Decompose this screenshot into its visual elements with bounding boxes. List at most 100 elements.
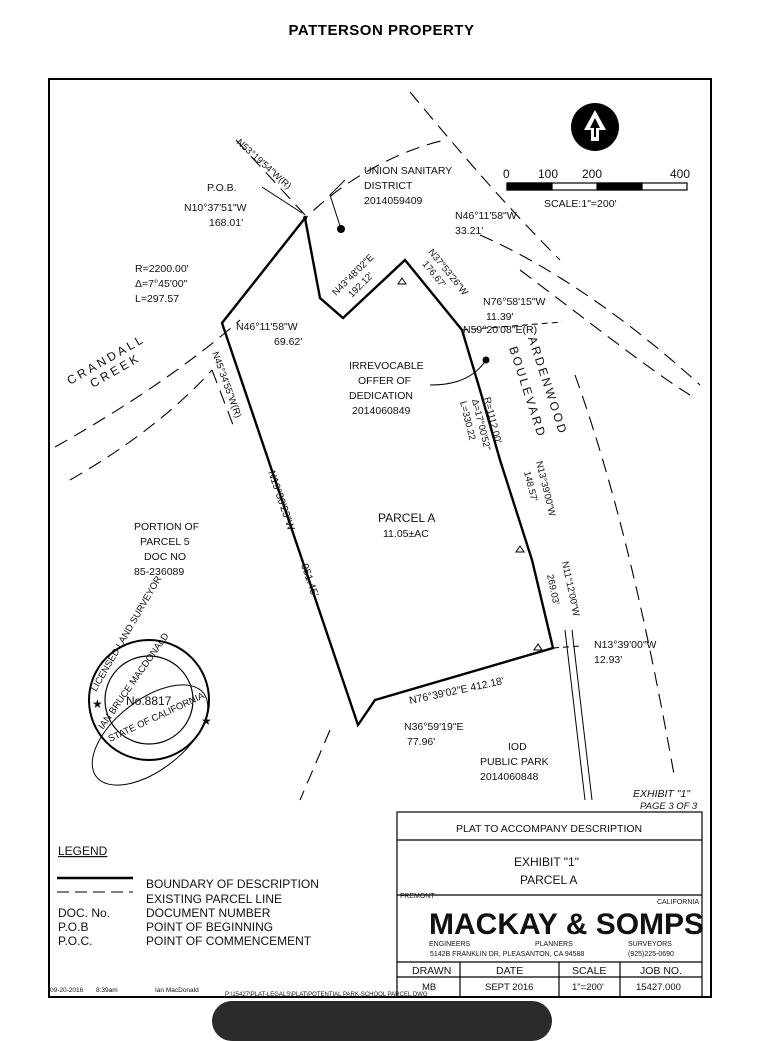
firm-phone: (925)225-0690 — [628, 951, 674, 958]
ardenwood-parallel-lines — [564, 629, 593, 801]
n45-label: N45°34'55"W(R) — [209, 350, 243, 419]
legend-desc-1: BOUNDARY OF DESCRIPTION — [146, 877, 319, 891]
irrevocable-line4: 2014060849 — [352, 405, 411, 417]
boulevard-line-east2 — [519, 269, 691, 396]
delta-marker-1 — [397, 277, 407, 285]
pob-leader — [261, 186, 303, 214]
tie-n59 — [461, 321, 563, 331]
n19-distance: 951.45' — [298, 562, 320, 598]
n45-bearing-line — [211, 369, 236, 431]
iod-line1: IOD — [508, 741, 527, 753]
n46-mid-distance: 69.62' — [274, 336, 302, 348]
seal-star-left: ★ — [92, 697, 103, 711]
n11-distance: 269.03' — [544, 573, 561, 606]
n13-se-bearing: N13°39'00"W — [594, 639, 657, 651]
scale-tick-400: 400 — [670, 167, 690, 181]
n36-distance: 77.96' — [407, 736, 435, 748]
n53-bearing-line — [235, 139, 306, 216]
exhibit-corner-line2: PAGE 3 OF 3 — [640, 801, 698, 812]
irrevocable-line3: DEDICATION — [349, 390, 413, 402]
ardenwood-line-a — [564, 629, 586, 801]
tie-n13-se — [552, 645, 581, 649]
seal-star-right: ★ — [201, 714, 212, 728]
value-scale: 1"=200' — [572, 982, 604, 993]
title-block-heading: PLAT TO ACCOMPANY DESCRIPTION — [456, 823, 642, 835]
creek-arc — [297, 139, 446, 227]
iod-line2: PUBLIC PARK — [480, 756, 549, 768]
portion-line3: DOC NO — [144, 551, 186, 563]
irrevocable-line2: OFFER OF — [358, 375, 411, 387]
footer-path: P:\15427\PLAT-LEGALS\PLAT\POTENTIAL PARK… — [225, 992, 428, 998]
curve1-length: L=297.57 — [135, 293, 179, 305]
legend-desc-4: POINT OF BEGINNING — [146, 920, 273, 934]
n10-bearing: N10°37'51"W — [184, 202, 247, 214]
header-drawn: DRAWN — [412, 965, 451, 977]
seal-number: No.8817 — [126, 694, 172, 708]
n46-top-bearing: N46°11'58"W — [455, 210, 517, 222]
title-block-state: CALIFORNIA — [657, 899, 699, 906]
firm-logo: MACKAY & SOMPS — [429, 908, 704, 941]
n46-top-distance: 33.21' — [455, 225, 483, 237]
crandall-creek-line-upper — [54, 319, 241, 448]
n19-label: N19°30'23"W — [265, 469, 297, 532]
surveyor-seal — [88, 639, 210, 786]
scale-tick-200: 200 — [582, 167, 602, 181]
seal-outer-text: LICENSED LAND SURVEYOR — [89, 574, 164, 693]
boulevard-line-east1 — [479, 234, 701, 386]
pob-label: P.O.B. — [207, 182, 237, 194]
firm-address: 5142B FRANKLIN DR, PLEASANTON, CA 94588 — [430, 951, 584, 958]
boulevard-line-right — [574, 374, 676, 781]
n76-top-bearing: N76°58'15"W — [483, 296, 546, 308]
north-arrow-icon — [571, 103, 619, 151]
delta-marker-3 — [533, 643, 543, 651]
union-sanitary-line3: 2014059409 — [364, 195, 423, 207]
header-job: JOB NO. — [640, 965, 682, 977]
curve1-radius: R=2200.00' — [135, 263, 189, 275]
value-date: SEPT 2016 — [485, 982, 533, 993]
value-job: 15427.000 — [636, 982, 681, 993]
scale-bar-fill-2 — [596, 182, 643, 191]
title-block-exhibit: EXHIBIT "1" — [514, 855, 579, 869]
n11-bearing: N11°12'00"W — [559, 560, 581, 617]
title-block-city: FREMONT — [400, 893, 435, 900]
n13-se-distance: 12.93' — [594, 654, 622, 666]
park-line-south — [299, 729, 331, 801]
n46-mid-bearing: N46°11'58"W — [236, 321, 298, 333]
delta-marker-2 — [515, 545, 525, 553]
ardenwood-line-b — [571, 629, 593, 801]
union-sanitary-line2: DISTRICT — [364, 180, 413, 192]
scale-bar-fill-1 — [506, 182, 553, 191]
n59-label: N59°20'08"E(R) — [463, 324, 537, 336]
firm-role-engineers: ENGINEERS — [429, 941, 471, 948]
legend-heading: LEGEND — [58, 844, 108, 858]
legend-desc-5: POINT OF COMMENCEMENT — [146, 934, 312, 948]
viewer-bottom-bar[interactable] — [212, 1001, 552, 1041]
title-block-parcel: PARCEL A — [520, 873, 577, 887]
curve1-delta: Δ=7°45'00" — [135, 278, 188, 290]
firm-role-planners: PLANNERS — [535, 941, 573, 948]
seal-signature — [91, 684, 209, 786]
irrevocable-line1: IRREVOCABLE — [349, 360, 424, 372]
header-scale: SCALE — [572, 965, 606, 977]
legend-key-4: P.O.B — [58, 920, 88, 934]
footer-date: 09-20-2016 — [50, 987, 84, 994]
header-date: DATE — [496, 965, 523, 977]
scale-bar — [506, 182, 688, 191]
boundary-parcel-a — [220, 215, 555, 728]
title-block-outline — [396, 811, 703, 998]
scale-label: SCALE:1"=200' — [544, 198, 617, 210]
legend-desc-2: EXISTING PARCEL LINE — [146, 892, 282, 906]
title-block — [396, 811, 703, 998]
n76-top-distance: 11.39' — [486, 311, 514, 323]
union-sanitary-line1: UNION SANITARY — [364, 165, 452, 177]
n36-bearing: N36°59'19"E — [404, 721, 464, 733]
value-drawn: MB — [422, 982, 436, 993]
crandall-creek-line-lower — [69, 369, 213, 481]
page-title: PATTERSON PROPERTY — [288, 22, 475, 39]
union-leader — [329, 179, 346, 230]
n76-bottom-label: N76°39'02"E 412.18' — [408, 675, 505, 707]
legend-desc-3: DOCUMENT NUMBER — [146, 906, 271, 920]
exhibit-corner-line1: EXHIBIT "1" — [633, 788, 691, 800]
plat-frame — [48, 78, 712, 998]
dedication-leader — [429, 359, 487, 386]
